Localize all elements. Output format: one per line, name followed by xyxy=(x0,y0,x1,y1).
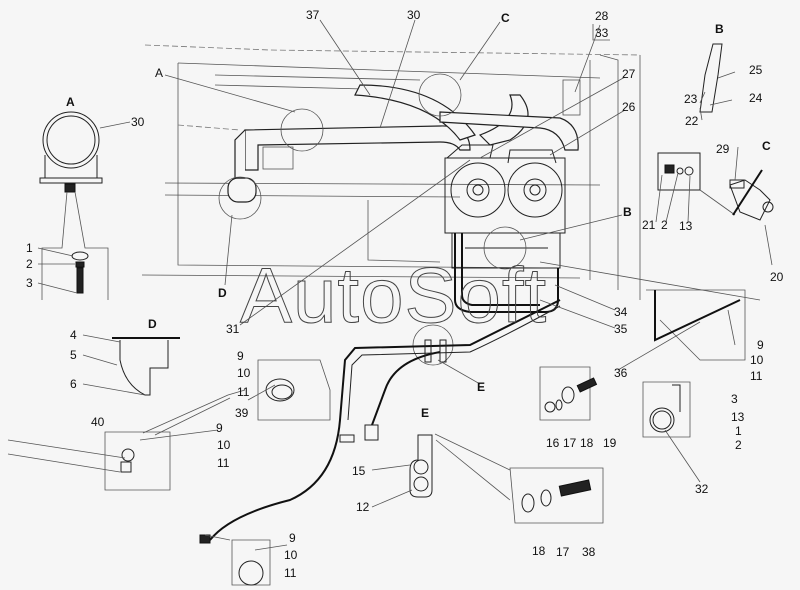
part-label: 11 xyxy=(237,385,250,399)
view-label-b: B xyxy=(623,205,632,219)
part-label: 3 xyxy=(26,276,33,290)
part-label: 17 xyxy=(556,545,570,559)
part-label: 28 xyxy=(595,9,609,23)
detail-a xyxy=(37,111,131,300)
part-label: 10 xyxy=(750,353,764,367)
part-label: 17 xyxy=(563,436,577,450)
watermark: AutoSoft xyxy=(240,251,547,339)
part-label: 13 xyxy=(731,410,745,424)
part-label: 10 xyxy=(237,366,251,380)
part-label: 10 xyxy=(217,438,231,452)
view-label-a: A xyxy=(155,66,163,80)
part-label: 9 xyxy=(289,531,296,545)
part-label: 25 xyxy=(749,63,763,77)
detail-d xyxy=(82,334,180,396)
vehicle-frame xyxy=(141,44,641,300)
part-label: 35 xyxy=(614,322,628,336)
part-label: 36 xyxy=(614,366,628,380)
part-label: 18 xyxy=(580,436,594,450)
part-label: 11 xyxy=(284,566,297,580)
part-label: 30 xyxy=(131,115,145,129)
part-label: 39 xyxy=(235,406,249,420)
part-label: 31 xyxy=(226,322,240,336)
view-label-e: E xyxy=(477,380,485,394)
view-label-b: B xyxy=(715,22,724,36)
part-label: 19 xyxy=(603,436,617,450)
view-label-c: C xyxy=(501,11,510,25)
part-label: 40 xyxy=(91,415,105,429)
part-label: 27 xyxy=(622,67,636,81)
detail-bolts xyxy=(7,289,746,586)
part-label: 38 xyxy=(582,545,596,559)
part-label: 23 xyxy=(684,92,698,106)
part-label: 15 xyxy=(352,464,366,478)
part-label: 6 xyxy=(70,377,77,391)
part-label: 9 xyxy=(237,349,244,363)
view-label-c: C xyxy=(762,139,771,153)
part-label: 2 xyxy=(26,257,33,271)
part-label: 18 xyxy=(532,544,546,558)
part-label: 9 xyxy=(757,338,764,352)
part-label: 11 xyxy=(750,369,763,383)
part-label: 33 xyxy=(595,26,609,40)
part-label: 1 xyxy=(735,424,742,438)
part-label: 4 xyxy=(70,328,77,342)
part-label: 12 xyxy=(356,500,370,514)
part-label: 30 xyxy=(407,8,421,22)
part-label: 16 xyxy=(546,436,560,450)
part-label: 10 xyxy=(284,548,298,562)
part-label: 13 xyxy=(679,219,693,233)
view-label-d: D xyxy=(218,286,227,300)
coolant-pipes xyxy=(209,261,761,541)
part-label: 24 xyxy=(749,91,763,105)
part-label: 22 xyxy=(685,114,699,128)
part-label: 2 xyxy=(661,218,668,232)
view-label-e: E xyxy=(421,406,429,420)
part-label: 5 xyxy=(70,348,77,362)
detail-c xyxy=(655,146,774,266)
part-label: 3 xyxy=(731,392,738,406)
part-label: 9 xyxy=(216,421,223,435)
part-label: 21 xyxy=(642,218,656,232)
view-label-d: D xyxy=(148,317,157,331)
view-label-a: A xyxy=(66,95,75,109)
part-label: 1 xyxy=(26,241,33,255)
callout-circles xyxy=(218,73,527,366)
part-label: 34 xyxy=(614,305,628,319)
part-label: 32 xyxy=(695,482,709,496)
detail-b xyxy=(699,43,736,121)
part-label: 2 xyxy=(735,438,742,452)
leader-lines xyxy=(139,19,736,551)
part-label: 11 xyxy=(217,456,230,470)
part-label: 29 xyxy=(716,142,730,156)
part-label: 26 xyxy=(622,100,636,114)
part-label: 20 xyxy=(770,270,784,284)
part-label: 37 xyxy=(306,8,320,22)
